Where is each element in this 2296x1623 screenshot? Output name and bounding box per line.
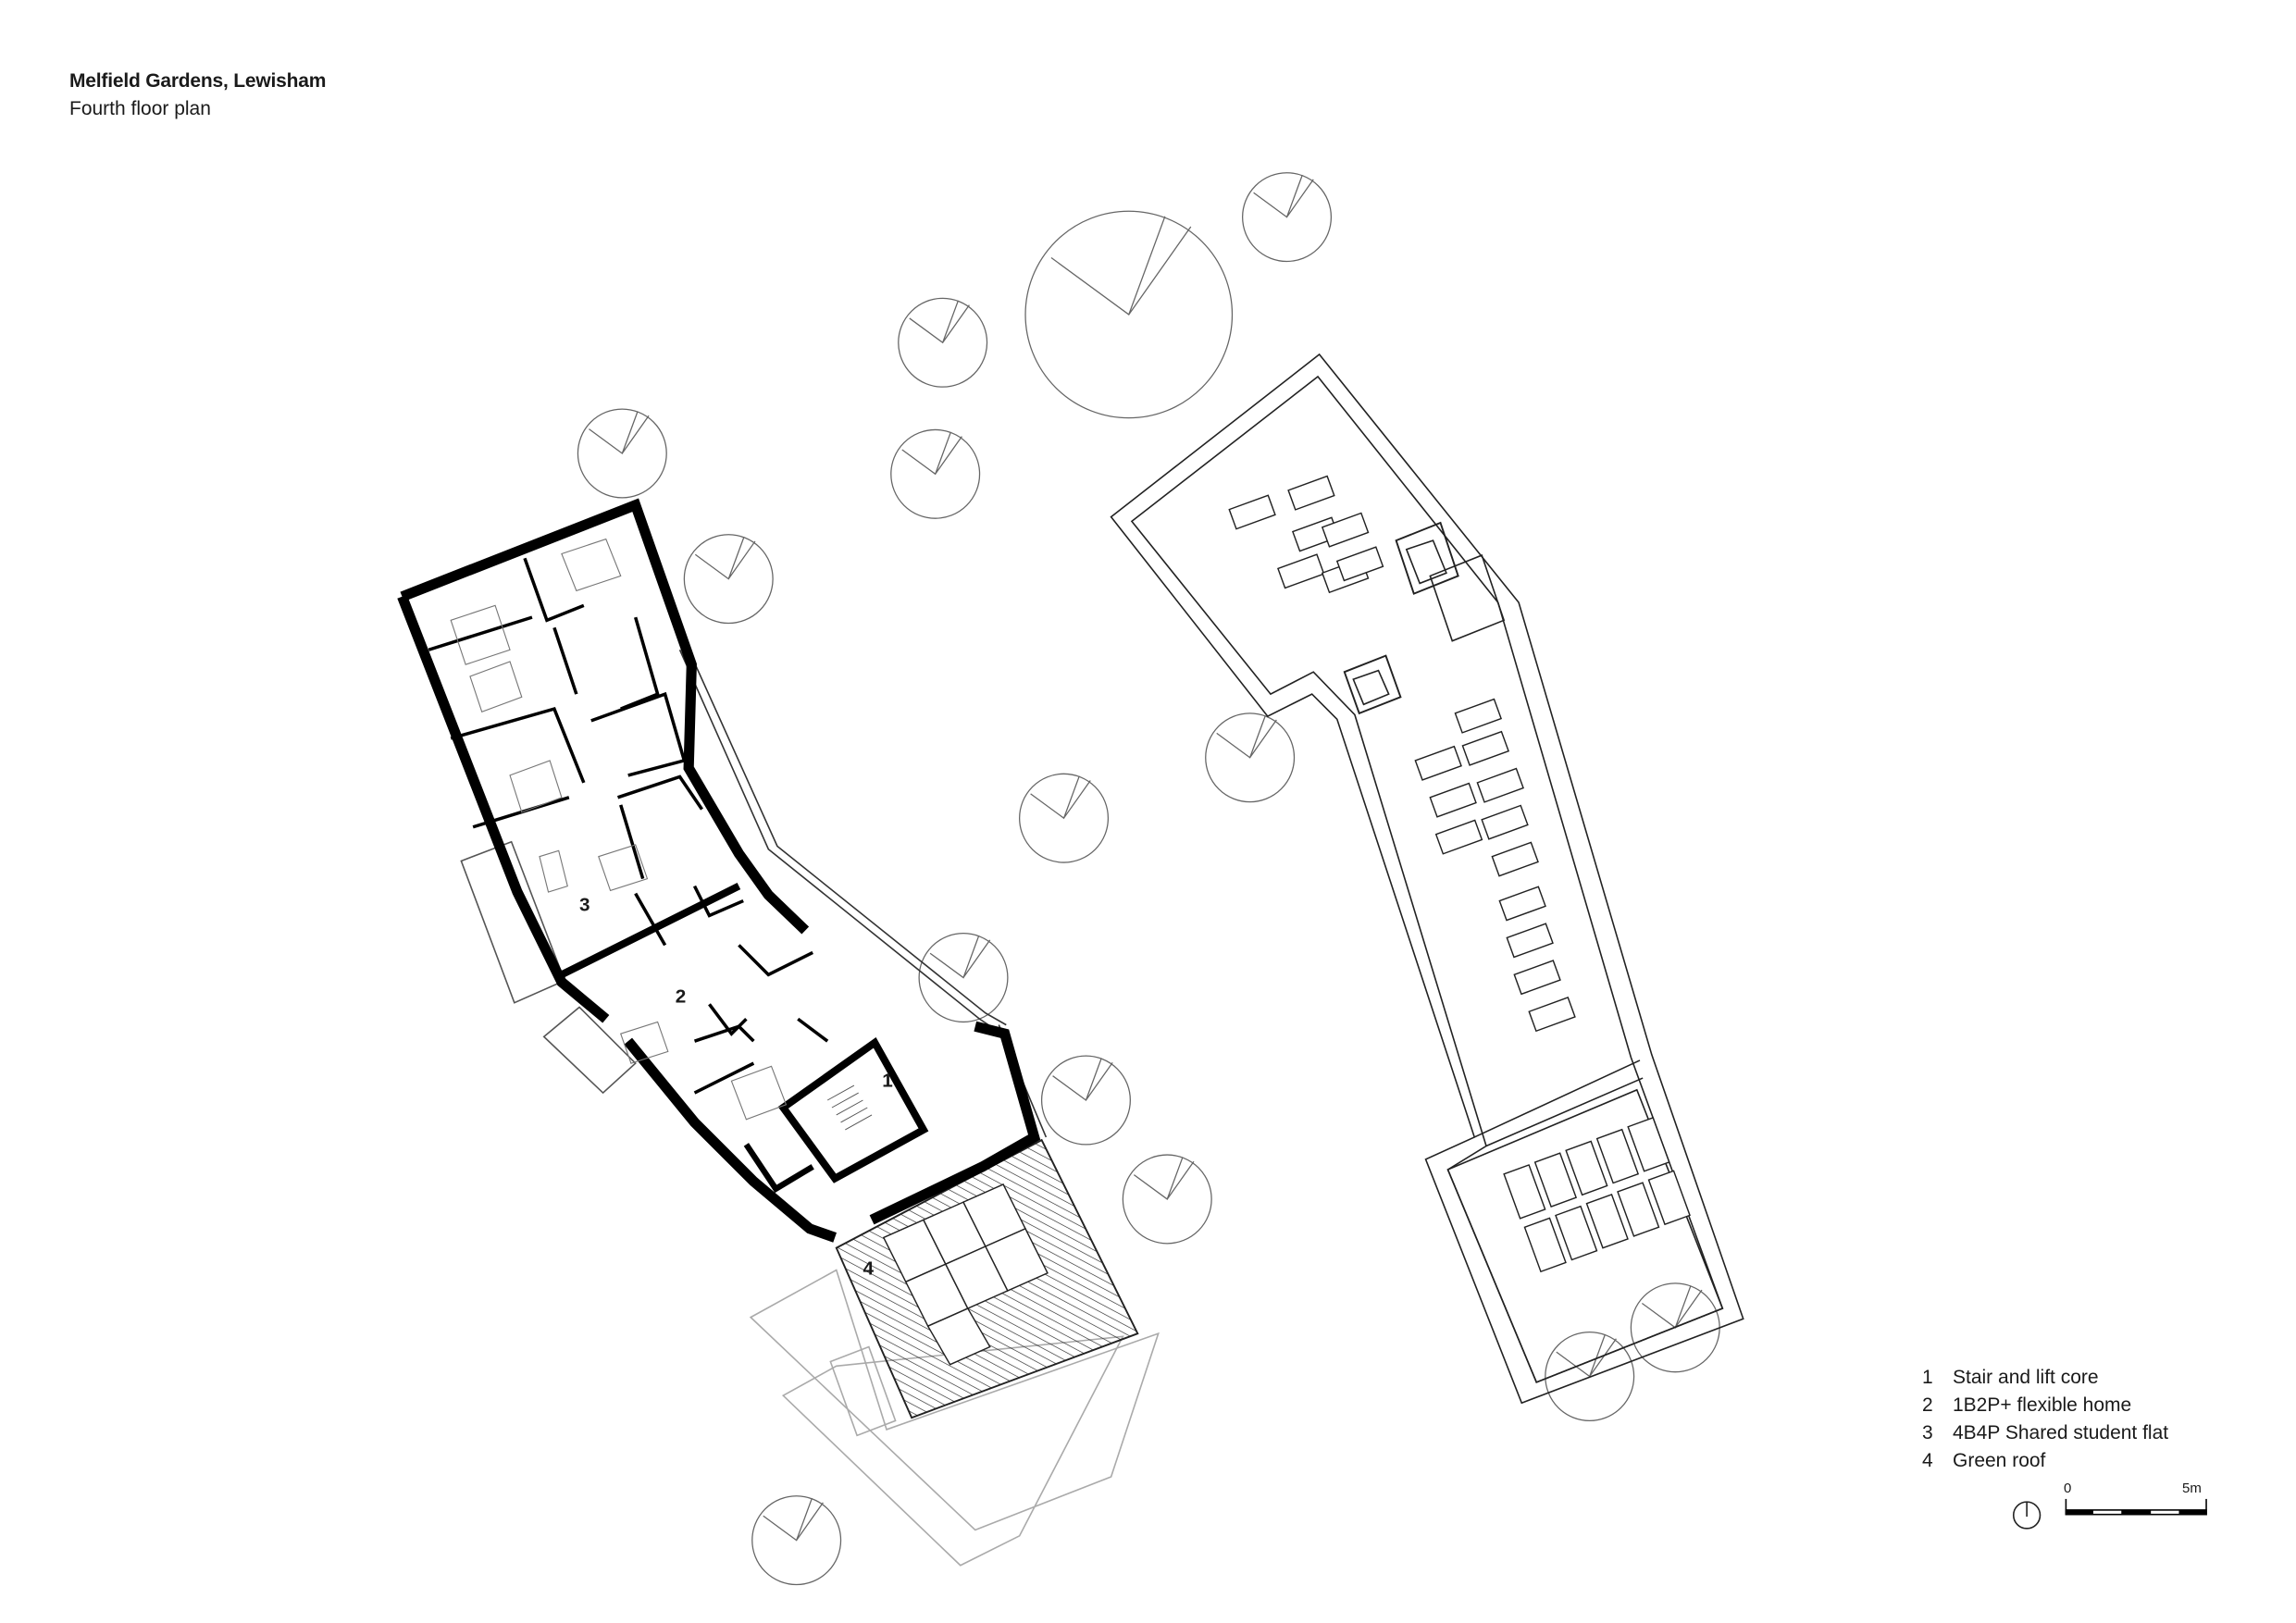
north-arrow-icon	[2012, 1501, 2042, 1530]
legend-item: 4 Green roof	[1922, 1447, 2168, 1475]
legend-number: 4	[1922, 1450, 1933, 1471]
solar-panel	[1617, 1182, 1660, 1237]
solar-panel	[1503, 1164, 1546, 1220]
scale-end-label: 5m	[2182, 1481, 2202, 1496]
solar-panel	[1506, 923, 1554, 959]
solar-panel	[1434, 819, 1483, 855]
solar-panel	[1335, 546, 1384, 582]
trees	[577, 172, 1720, 1586]
tree-icon	[751, 1495, 842, 1586]
solar-panel	[1498, 886, 1546, 922]
tree-icon	[683, 534, 774, 625]
solar-panel	[1595, 1128, 1640, 1184]
legend-number: 1	[1922, 1367, 1933, 1388]
solar-panel	[1429, 782, 1477, 818]
drawing-subtitle: Fourth floor plan	[69, 98, 211, 119]
solar-panel	[1528, 997, 1576, 1033]
tree-icon	[1205, 712, 1296, 803]
legend: 1 Stair and lift core 2 1B2P+ flexible hom…	[1922, 1364, 2168, 1475]
plan-label-flexible-home: 2	[676, 986, 687, 1008]
solar-panel	[1228, 494, 1276, 530]
solar-panel	[1555, 1205, 1598, 1261]
legend-number: 3	[1922, 1422, 1933, 1443]
legend-text: 4B4P Shared student flat	[1953, 1422, 2169, 1443]
solar-panel	[1647, 1170, 1691, 1226]
tree-icon	[577, 408, 667, 499]
solar-panel	[1533, 1152, 1578, 1208]
plan-label-student-flat: 3	[579, 895, 590, 916]
tree-icon	[1545, 1331, 1635, 1421]
solar-panel	[1481, 804, 1529, 840]
solar-panel	[1414, 745, 1462, 781]
legend-text: Stair and lift core	[1953, 1367, 2099, 1388]
lower-building-outline	[749, 1269, 1160, 1567]
green-roof	[835, 1138, 1139, 1419]
tree-icon	[1122, 1154, 1212, 1245]
tree-icon	[1019, 773, 1110, 863]
plan-label-stair-core: 1	[882, 1071, 893, 1092]
solar-panel	[1513, 960, 1561, 996]
tree-icon	[1024, 210, 1234, 419]
solar-panel	[1454, 698, 1503, 734]
legend-item: 2 1B2P+ flexible home	[1922, 1392, 2168, 1419]
left-building	[397, 498, 1048, 1243]
scale-bar	[2065, 1498, 2207, 1516]
right-building-roof	[1110, 353, 1744, 1405]
legend-text: 1B2P+ flexible home	[1953, 1394, 2132, 1416]
solar-panel	[1476, 767, 1524, 803]
drawing-title: Melfield Gardens, Lewisham	[69, 70, 327, 92]
tree-icon	[890, 428, 981, 519]
balconies	[460, 840, 637, 1095]
solar-panel	[1491, 841, 1539, 877]
legend-item: 1 Stair and lift core	[1922, 1364, 2168, 1392]
solar-panel	[1461, 730, 1510, 766]
tree-icon	[918, 933, 1009, 1023]
solar-panel	[1287, 475, 1335, 511]
solar-panel	[1627, 1116, 1670, 1172]
solar-panel	[1565, 1140, 1608, 1196]
legend-item: 3 4B4P Shared student flat	[1922, 1419, 2168, 1447]
tree-icon	[898, 297, 988, 388]
plan-label-green-roof: 4	[863, 1258, 874, 1279]
solar-panel	[1523, 1217, 1567, 1273]
legend-number: 2	[1922, 1394, 1933, 1416]
solar-panel	[1277, 553, 1325, 589]
tree-icon	[1242, 172, 1333, 263]
solar-panel	[1585, 1193, 1629, 1249]
scale-start-label: 0	[2064, 1481, 2072, 1496]
solar-panels	[1228, 475, 1691, 1273]
legend-text: Green roof	[1953, 1450, 2046, 1471]
tree-icon	[1040, 1055, 1131, 1146]
solar-panel	[1321, 512, 1370, 548]
